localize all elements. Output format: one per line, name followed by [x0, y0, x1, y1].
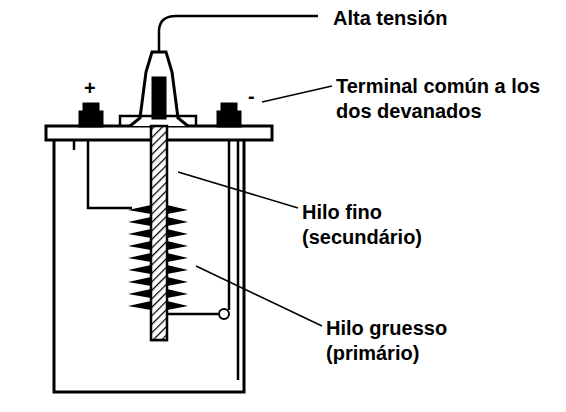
- tower-contact: [153, 78, 165, 118]
- part-label: Terminal común a los dos devanados: [336, 74, 561, 124]
- common-wire: [228, 140, 231, 310]
- part-label: Alta tensión: [333, 6, 533, 31]
- iron-core: [151, 126, 167, 340]
- part-label: Hilo gruesso (primário): [326, 316, 476, 366]
- leader-line: [178, 172, 298, 208]
- common-terminal: [218, 112, 240, 126]
- positive-terminal: [80, 112, 102, 126]
- part-label: Hilo fino (secundário): [302, 200, 452, 250]
- high-tension-cable: [159, 16, 318, 52]
- primary-wire: [88, 140, 132, 208]
- secondary-wire: [168, 313, 218, 316]
- leader-line: [196, 266, 322, 326]
- polarity-sign: +: [84, 76, 104, 101]
- junction-point: [219, 309, 229, 319]
- leader-line: [262, 86, 332, 102]
- coil-housing: [54, 140, 244, 392]
- common-terminal-screw: [222, 104, 236, 112]
- polarity-sign: -: [248, 84, 264, 109]
- positive-terminal-screw: [84, 104, 98, 112]
